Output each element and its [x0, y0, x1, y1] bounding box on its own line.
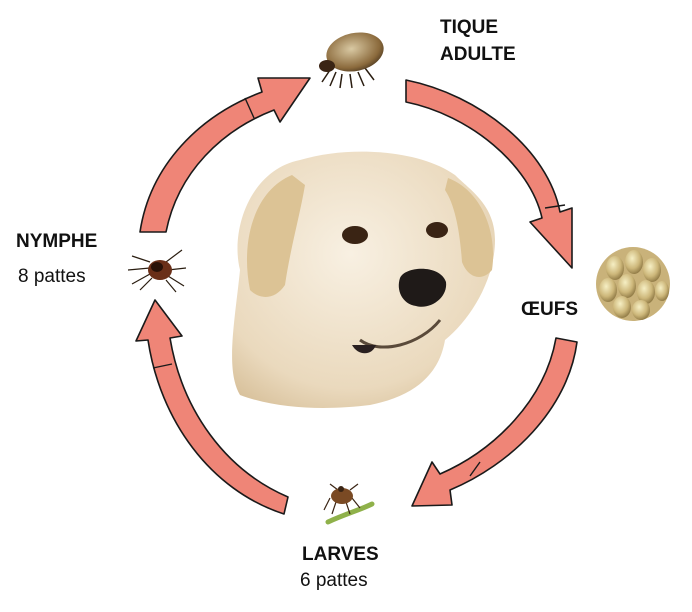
adult-title-line1: TIQUE [440, 17, 499, 38]
arrow-larvae-to-nymph [135, 299, 289, 515]
adult-stage-label: TIQUE ADULTE [440, 14, 516, 68]
eggs-image [596, 247, 670, 321]
arrow-nymph-to-adult [139, 77, 311, 233]
larvae-legs-label: 6 pattes [300, 570, 368, 591]
nymph-legs-label: 8 pattes [18, 266, 86, 287]
dog-head-image [232, 151, 496, 408]
larva-image [323, 483, 375, 525]
eggs-stage-label: ŒUFS [521, 299, 578, 320]
cycle-arrows [135, 77, 578, 515]
arrow-adult-to-eggs [405, 79, 573, 269]
larvae-stage-label: LARVES [302, 544, 379, 565]
nymph-stage-label: NYMPHE [16, 231, 98, 252]
nymph-image [127, 249, 187, 293]
adult-tick-image [319, 32, 384, 89]
adult-title-line2: ADULTE [440, 44, 516, 65]
arrow-eggs-to-larvae [411, 337, 578, 507]
